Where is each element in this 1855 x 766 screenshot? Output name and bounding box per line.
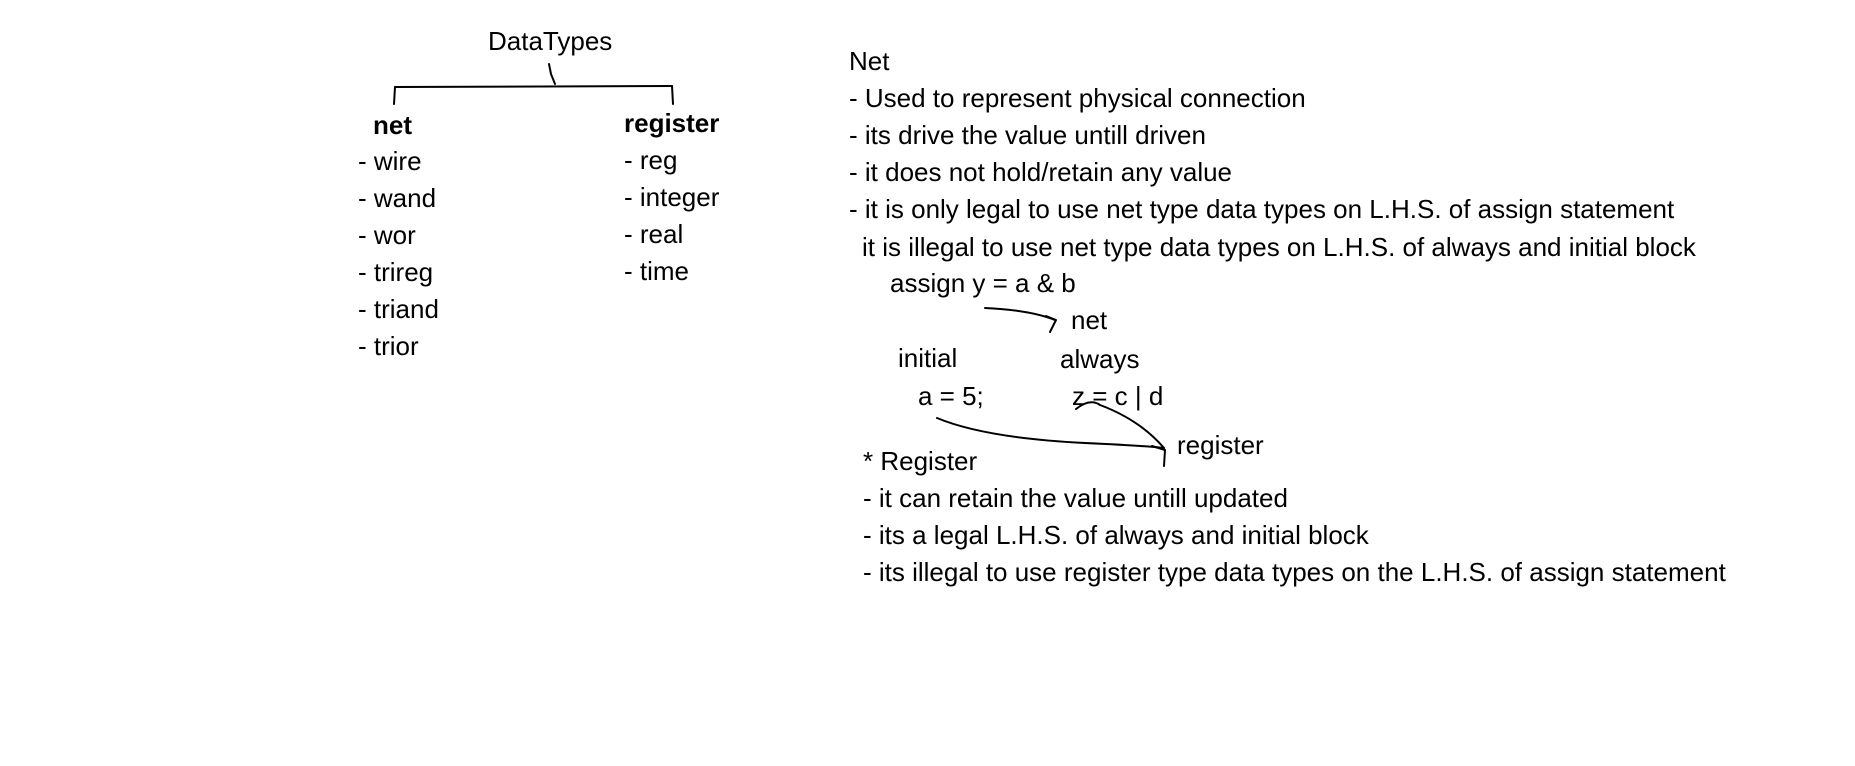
net-notes-title: Net xyxy=(849,46,890,76)
net-item-triand: - triand xyxy=(358,294,439,324)
tree-bracket-left-leg xyxy=(393,86,396,105)
arrow-y-to-net xyxy=(984,307,1056,321)
example-net-label: net xyxy=(1071,305,1108,335)
tree-bracket-horizontal xyxy=(394,85,673,88)
net-item-wire: - wire xyxy=(358,146,422,176)
register-heading: register xyxy=(624,108,720,138)
tree-root-label: DataTypes xyxy=(488,26,613,56)
net-note-line-3: - it does not hold/retain any value xyxy=(849,157,1233,187)
register-item-reg: - reg xyxy=(624,145,678,175)
arrow-y-to-net-head xyxy=(1045,315,1057,333)
example-assign-statement: assign y = a & b xyxy=(890,268,1076,298)
register-note-line-3: - its illegal to use register type data … xyxy=(863,557,1726,587)
example-initial-statement: a = 5; xyxy=(918,381,984,411)
example-register-label: register xyxy=(1177,430,1264,460)
example-always-label: always xyxy=(1060,344,1140,374)
register-item-time: - time xyxy=(624,256,689,286)
net-heading: net xyxy=(373,110,412,140)
net-note-line-5: it is illegal to use net type data types… xyxy=(862,232,1696,262)
register-item-integer: - integer xyxy=(624,182,720,212)
arrow-register-head xyxy=(1151,445,1166,467)
net-note-line-1: - Used to represent physical connection xyxy=(849,83,1306,113)
arrow-a-to-register xyxy=(936,417,1165,449)
net-item-trireg: - trireg xyxy=(358,257,434,287)
net-note-line-4: - it is only legal to use net type data … xyxy=(849,194,1675,224)
register-note-line-1: - it can retain the value untill updated xyxy=(863,483,1288,513)
tree-bracket-right-leg xyxy=(671,85,674,105)
net-note-line-2: - its drive the value untill driven xyxy=(849,120,1206,150)
net-item-trior: - trior xyxy=(358,331,419,361)
example-always-statement: z = c | d xyxy=(1072,381,1164,411)
register-note-line-2: - its a legal L.H.S. of always and initi… xyxy=(863,520,1369,550)
net-item-wor: - wor xyxy=(358,220,416,250)
register-item-real: - real xyxy=(624,219,684,249)
register-notes-title: * Register xyxy=(863,446,978,476)
net-item-wand: - wand xyxy=(358,183,437,213)
example-initial-label: initial xyxy=(898,343,958,373)
tree-root-stem xyxy=(548,63,556,85)
